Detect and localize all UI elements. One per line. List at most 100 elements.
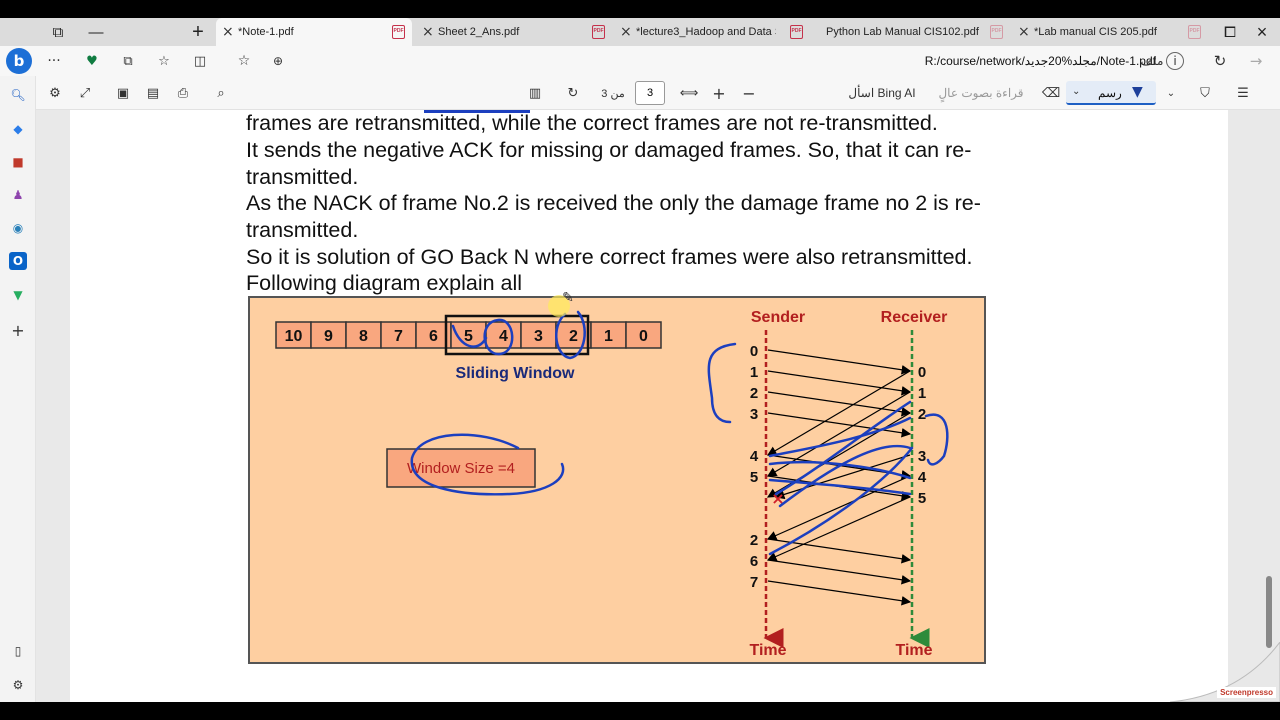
contents-icon[interactable]: ☰ [1237, 85, 1249, 101]
collections-icon[interactable]: ⧉ [123, 53, 133, 69]
ink-circle-window [410, 433, 565, 496]
minimize-tab-icon[interactable]: — [88, 23, 104, 41]
receiver-seq-number: 4 [918, 469, 927, 486]
fullscreen-icon[interactable]: ⤢ [79, 85, 91, 101]
ask-bing-button[interactable]: اسأل Bing AI [848, 86, 916, 100]
frame-number: 2 [569, 328, 578, 345]
draw-button[interactable]: ⌄ رسم ▼ [1066, 81, 1156, 105]
pdf-icon: PDF [790, 25, 803, 39]
ink-arrow-3 [768, 478, 912, 496]
transmission-arrow [767, 559, 912, 585]
page-number-input[interactable]: 3 [635, 81, 665, 105]
drop-icon[interactable]: ▼ [13, 288, 23, 302]
vertical-scrollbar[interactable] [1266, 576, 1272, 648]
refresh-icon[interactable]: ↻ [1213, 52, 1227, 70]
copilot-icon[interactable]: ◉ [12, 221, 24, 235]
file-label: ملف [1140, 54, 1164, 68]
highlight-icon[interactable]: ⛉ [1200, 85, 1210, 101]
save-as-icon[interactable]: ▣ [116, 85, 130, 101]
ink-circle-2 [555, 310, 586, 360]
performance-icon[interactable]: ♥ [86, 53, 98, 69]
transmission-arrow [767, 349, 912, 375]
draw-pen-icon: ▼ [1132, 84, 1143, 100]
tab-label: *lecture3_Hadoop and Data Scie [636, 26, 776, 38]
tab-actions-icon[interactable]: ⧉ [52, 23, 64, 41]
more-icon[interactable]: ··· [47, 53, 61, 69]
receiver-seq-number: 0 [918, 364, 926, 381]
zoom-icon[interactable]: ⊕ [272, 54, 284, 68]
doc-line-7: Following diagram explain all [246, 271, 523, 295]
save-icon[interactable]: ▤ [146, 85, 160, 101]
address-bar: b ··· ♥ ⧉ ☆ ◫ ☆ ⊕ R:/course/network/مجلد… [0, 46, 1280, 76]
frame-number: 4 [499, 328, 508, 345]
info-icon[interactable]: i [1166, 52, 1184, 70]
tag-icon[interactable]: ◆ [13, 122, 23, 136]
close-tab-icon[interactable]: × [422, 24, 434, 40]
frame-cell [590, 321, 627, 349]
transmission-arrow [766, 496, 911, 561]
sender-seq-number: 1 [750, 364, 758, 381]
ink-arrow-5 [778, 444, 912, 508]
sender-seq-number: 3 [750, 406, 758, 423]
frame-number: 0 [639, 328, 648, 345]
favorites-icon[interactable]: ☆ [158, 53, 170, 69]
add-sidebar-icon[interactable]: + [11, 320, 25, 340]
top-letterbox [0, 0, 1280, 18]
transmission-arrow [767, 412, 912, 438]
search-icon[interactable]: 🔍︎ [10, 88, 26, 102]
chevron-down-icon[interactable]: ⌄ [1166, 87, 1176, 99]
transmission-arrow [767, 391, 912, 417]
read-aloud-button[interactable]: قراءة بصوت عالٍ [938, 86, 1024, 100]
fit-width-icon[interactable]: ⟺ [679, 85, 699, 101]
lost-frame-x-icon: × [771, 489, 784, 508]
tab-sheet2[interactable]: × Sheet 2_Ans.pdf PDF [416, 18, 612, 46]
frame-number: 10 [285, 328, 303, 345]
sender-seq-number: 6 [750, 553, 758, 570]
ink-circle-5 [451, 324, 488, 348]
briefcase-icon[interactable]: ■ [12, 155, 24, 169]
tab-lecture3[interactable]: × *lecture3_Hadoop and Data Scie PDF [614, 18, 810, 46]
bing-logo-icon[interactable]: b [6, 48, 32, 74]
tab-note1[interactable]: × *Note-1.pdf PDF [216, 18, 412, 46]
receiver-seq-number: 2 [918, 406, 926, 423]
transmission-arrow [766, 370, 911, 456]
close-tab-icon[interactable]: × [222, 24, 234, 40]
tab-label: *Note-1.pdf [238, 26, 294, 38]
find-icon[interactable]: ⌕ [217, 85, 225, 101]
hide-sidebar-icon[interactable]: ▯ [14, 644, 22, 658]
frame-number: 1 [604, 328, 613, 345]
window-restore-icon[interactable]: ⧠ [1223, 23, 1236, 41]
receiver-seq-number: 3 [918, 448, 926, 465]
doc-line-5: transmitted. [246, 218, 359, 242]
outlook-icon[interactable]: O [9, 252, 27, 270]
add-favorite-icon[interactable]: ☆ [237, 53, 251, 69]
eraser-icon[interactable]: ⌫ [1041, 85, 1061, 101]
print-icon[interactable]: ⎙ [177, 85, 189, 101]
receiver-seq-number: 1 [918, 385, 926, 402]
gear-icon[interactable]: ⚙ [49, 85, 61, 101]
settings-icon[interactable]: ⚙ [12, 678, 24, 692]
frame-cell [520, 321, 557, 349]
rotate-icon[interactable]: ↻ [567, 85, 579, 101]
new-tab-icon[interactable]: + [192, 20, 204, 43]
tab-lab-manual[interactable]: × *Lab manual CIS 205.pdf PDF [1012, 18, 1208, 46]
sender-seq-number: 2 [750, 532, 758, 549]
time-label-sender: Time [749, 642, 786, 659]
forward-icon[interactable]: → [1249, 52, 1263, 70]
close-window-icon[interactable]: × [1256, 21, 1268, 42]
sliding-window-label: Sliding Window [456, 365, 576, 382]
doc-line-2: It sends the negative ACK for missing or… [246, 138, 972, 162]
transmission-arrow [767, 580, 912, 606]
tab-python-lab[interactable]: Python Lab Manual CIS102.pdf PDF [814, 18, 1010, 46]
games-icon[interactable]: ♟ [12, 188, 24, 202]
ink-arrow-1 [768, 416, 912, 458]
url-text[interactable]: R:/course/network/مجلد%20جديد/Note-1.pdf [924, 54, 1156, 68]
split-screen-icon[interactable]: ◫ [193, 53, 207, 69]
close-tab-icon[interactable]: × [1018, 24, 1030, 40]
zoom-in-icon[interactable]: + [712, 83, 726, 103]
zoom-out-icon[interactable]: − [742, 83, 756, 103]
close-tab-icon[interactable]: × [620, 24, 632, 40]
pen-cursor-highlight [548, 295, 570, 317]
page-view-icon[interactable]: ▥ [528, 85, 542, 101]
